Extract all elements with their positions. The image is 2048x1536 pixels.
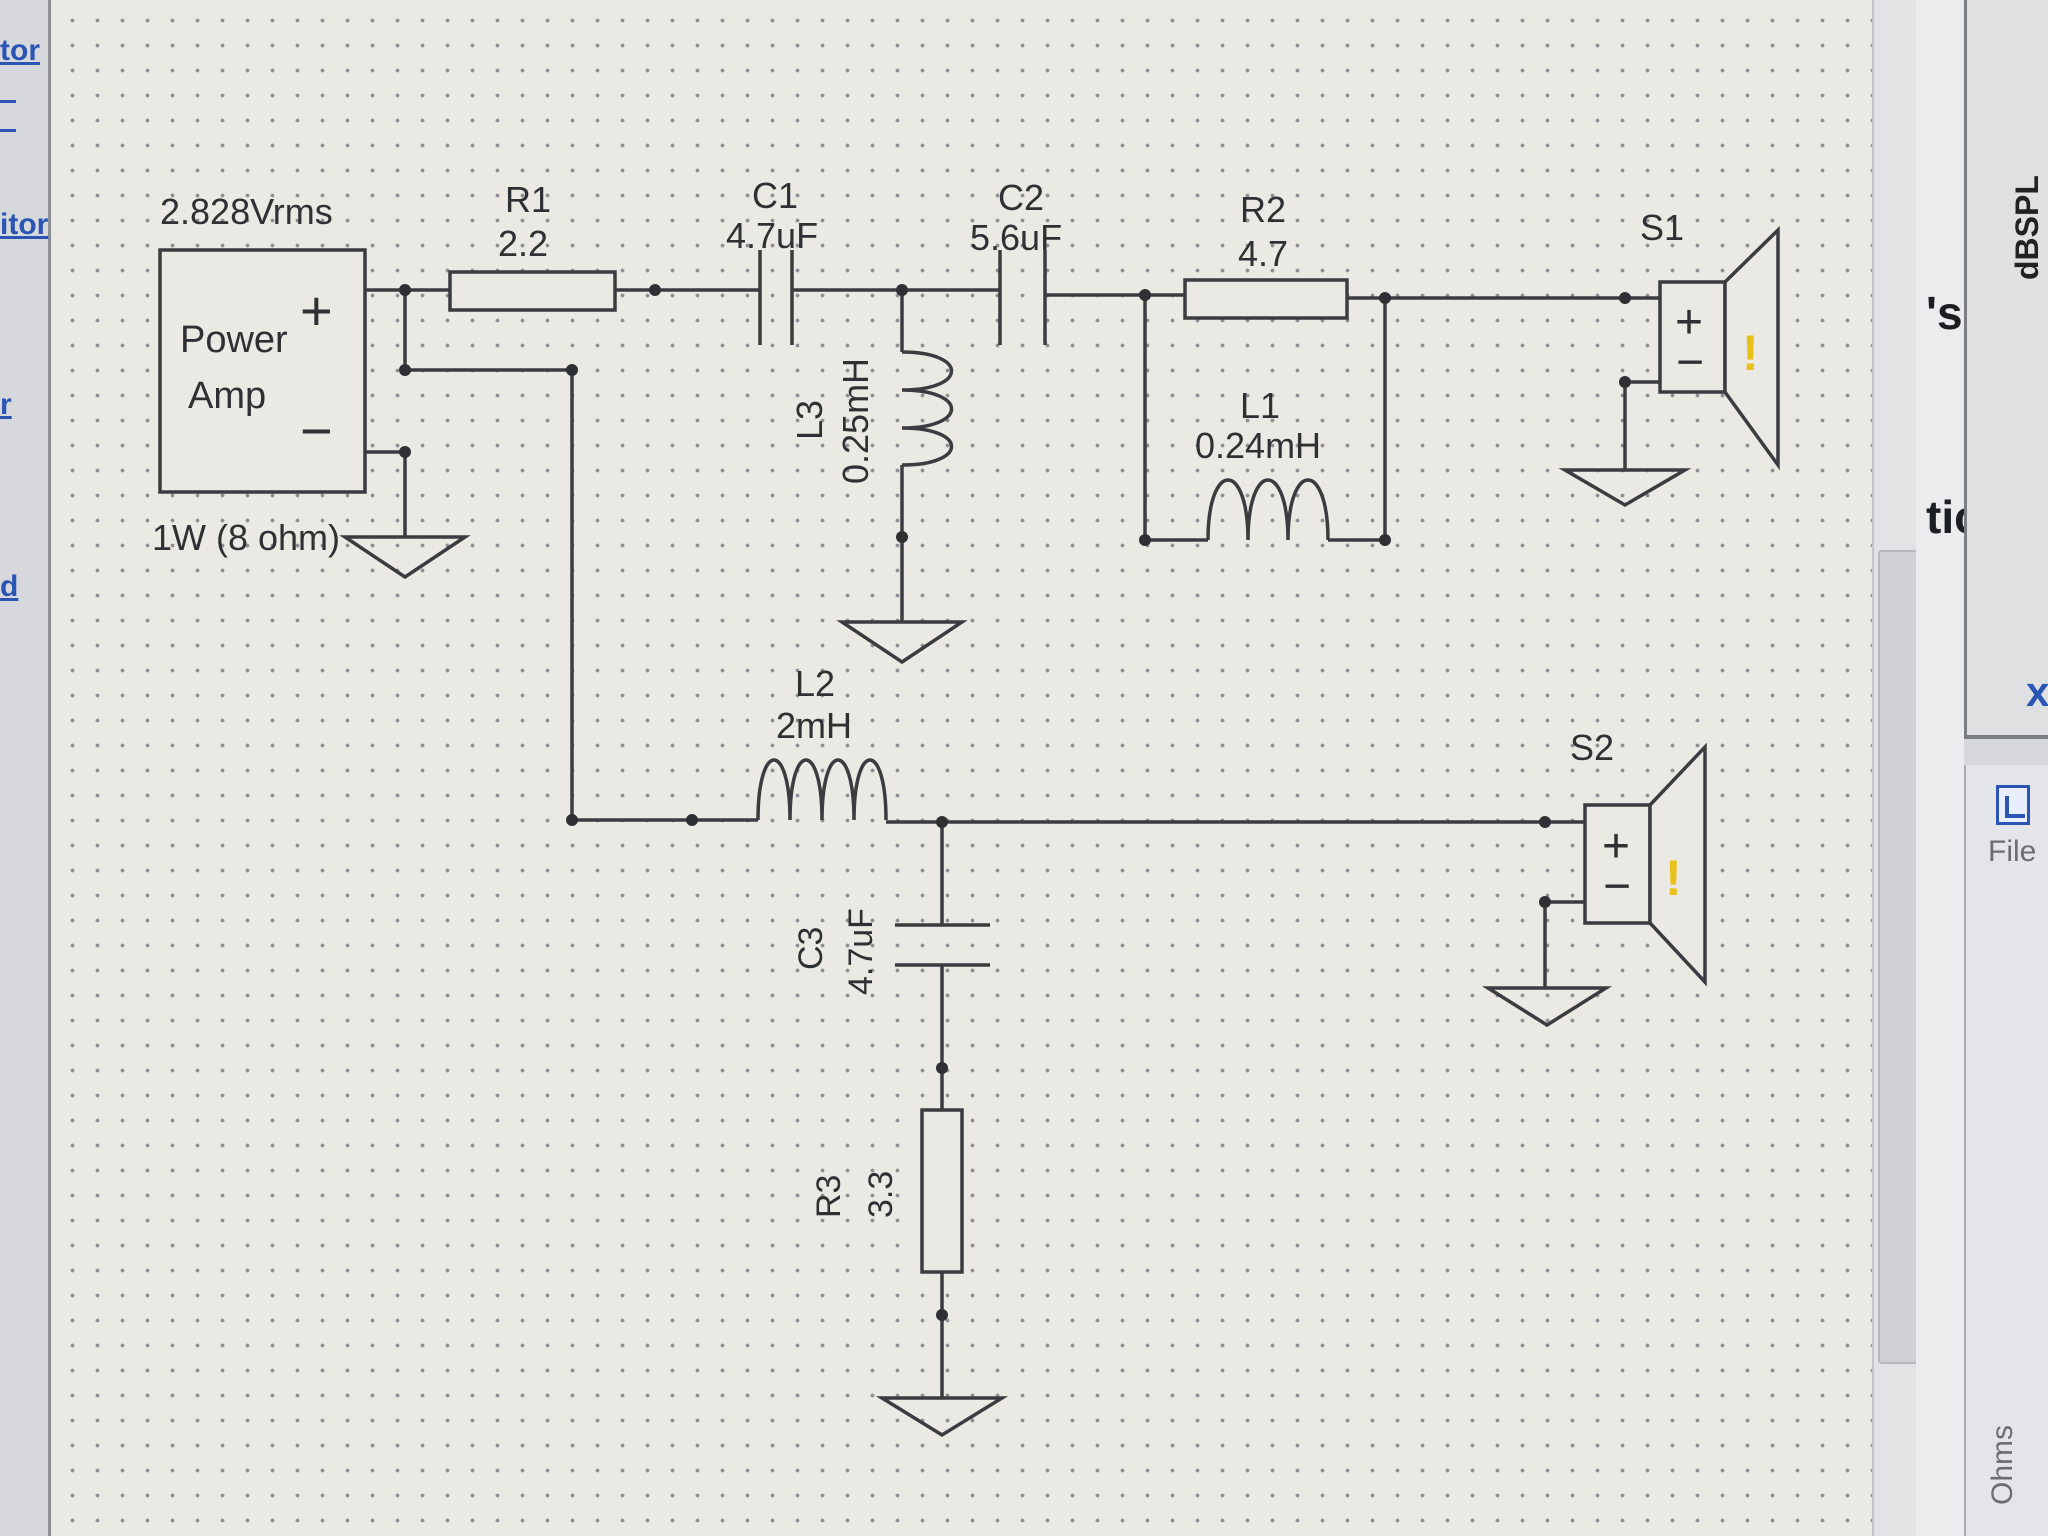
c3-ref: C3 [792,927,830,970]
power-amp-box [158,248,367,494]
capacitor-c1[interactable] [758,250,794,345]
r3-ref: R3 [810,1175,848,1218]
s1-plus-sign: + [1675,296,1703,349]
amp-ground-wire [365,450,407,537]
lower-pane: Ohms [1964,765,2048,1536]
l2-value: 2mH [776,705,852,746]
scrollbar-thumb[interactable] [1878,550,1918,1364]
s1-ref: S1 [1640,207,1684,248]
r3-ground-symbol [875,1396,1009,1438]
r2-ref: R2 [1240,189,1286,230]
side-link-3[interactable]: r [0,388,12,421]
amp-rating-label: 1W (8 ohm) [152,517,340,558]
inductor-l2[interactable] [756,758,888,821]
ohms-axis-label: Ohms [1986,1424,2019,1505]
c2-value: 5.6uF [970,217,1062,258]
l1-value: 0.24mH [1195,425,1321,466]
wire-to-l2-branch [403,290,574,820]
r1-value: 2.2 [498,223,548,264]
s2-minus-sign: − [1603,860,1631,913]
junction-dots [399,284,1631,1321]
amp-ground-symbol [339,535,471,580]
s1-ground-symbol [1558,468,1692,508]
r1-ref: R1 [505,179,551,220]
c1-value: 4.7uF [726,215,818,256]
s2-ground-wire [1543,900,1585,988]
power-amp[interactable]: Power Amp + − [158,248,367,494]
capacitor-c2[interactable] [998,250,1047,345]
left-panel: tor itor r d [0,0,51,1536]
dbspl-axis-label: dBSPL [2009,175,2045,280]
l2-ref: L2 [795,663,835,704]
r2-value: 4.7 [1238,233,1288,274]
close-icon[interactable]: x [2026,668,2048,715]
schematic-canvas[interactable] [52,0,1872,1536]
spl-plot-frame: dBSPL [1964,0,2048,739]
s1-minus-sign: − [1676,336,1704,389]
capacitor-c3[interactable] [895,923,990,967]
side-link-4[interactable]: d [0,570,19,603]
file-button-label: File [1988,835,2037,868]
c2-ref: C2 [998,177,1044,218]
wire-l1-left [1143,295,1208,542]
side-link-2[interactable]: itor [0,208,49,241]
l3-value: 0.25mH [835,358,876,484]
s2-ref: S2 [1570,727,1614,768]
s1-warning-icon: ! [1742,325,1759,381]
s1-ground-wire [1623,380,1660,470]
menu-lines-icon [0,100,16,132]
source-voltage-label: 2.828Vrms [160,191,333,232]
speaker-s2[interactable] [1583,742,1707,987]
resistor-r2[interactable] [1183,278,1349,320]
l3-ground-symbol [836,620,968,665]
power-amp-title-2: Amp [188,375,266,417]
c1-ref: C1 [752,175,798,216]
inductor-l1[interactable] [1206,478,1330,541]
file-icon [1996,785,2030,825]
resistor-r3[interactable] [920,1108,964,1274]
s2-plus-sign: + [1602,820,1630,873]
s2-warning-icon: ! [1665,850,1682,906]
s2-ground-symbol [1481,986,1613,1028]
file-button[interactable]: File [1980,775,2044,885]
r3-value: 3.3 [862,1171,900,1218]
power-amp-title-1: Power [180,319,288,361]
c3-value: 4.7uF [842,908,880,995]
partial-text-1: 's [1926,287,1963,339]
l3-ref: L3 [789,400,830,440]
side-link-1[interactable]: tor [0,34,40,67]
amp-minus-sign: − [300,399,333,462]
resistor-r1[interactable] [448,270,617,312]
l1-ref: L1 [1240,385,1280,426]
wire-l1-right [1328,298,1387,542]
amp-plus-sign: + [300,279,333,342]
inductor-l3[interactable] [901,350,954,467]
right-content-area: 's tic [1916,0,1980,1536]
speaker-s1[interactable] [1658,225,1780,471]
